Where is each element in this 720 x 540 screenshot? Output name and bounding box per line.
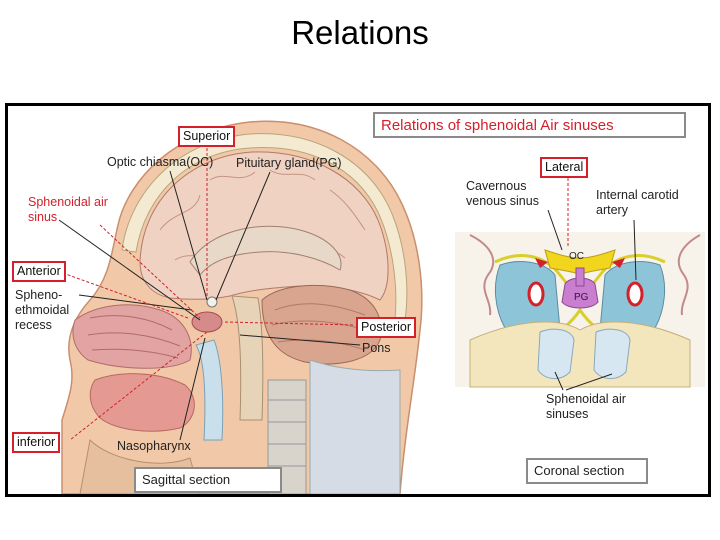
sagittal-section-caption: Sagittal section — [134, 467, 282, 493]
pituitary-gland-label: Pituitary gland(PG) — [236, 156, 342, 170]
cavernous-sinus-label: Cavernous venous sinus — [466, 179, 539, 208]
sphenoidal-sinus-label: Sphenoidal air sinus — [28, 195, 108, 224]
pons-label: Pons — [362, 341, 391, 355]
spheno-ethmoidal-recess-label: Spheno-ethmoidal recess — [15, 288, 70, 332]
coronal-section-caption: Coronal section — [526, 458, 648, 484]
anterior-label: Anterior — [12, 261, 66, 282]
lateral-label: Lateral — [540, 157, 589, 178]
optic-chiasma-label: Optic chiasma(OC) — [107, 155, 214, 169]
pg-label: PG — [574, 292, 589, 303]
coronal-section-illustration — [455, 178, 705, 391]
superior-label: Superior — [178, 126, 236, 147]
sphenoidal-sinuses-label: Sphenoidal air sinuses — [546, 392, 626, 421]
diagram-title: Relations of sphenoidal Air sinuses — [373, 112, 686, 138]
posterior-label: Posterior — [356, 317, 417, 338]
internal-carotid-label: Internal carotid artery — [596, 188, 679, 217]
sagittal-head-illustration — [58, 120, 423, 494]
slide-title: Relations — [291, 14, 429, 51]
nasopharynx-label: Nasopharynx — [117, 439, 191, 453]
inferior-label: inferior — [12, 432, 61, 453]
oc-label: OC — [569, 251, 584, 262]
